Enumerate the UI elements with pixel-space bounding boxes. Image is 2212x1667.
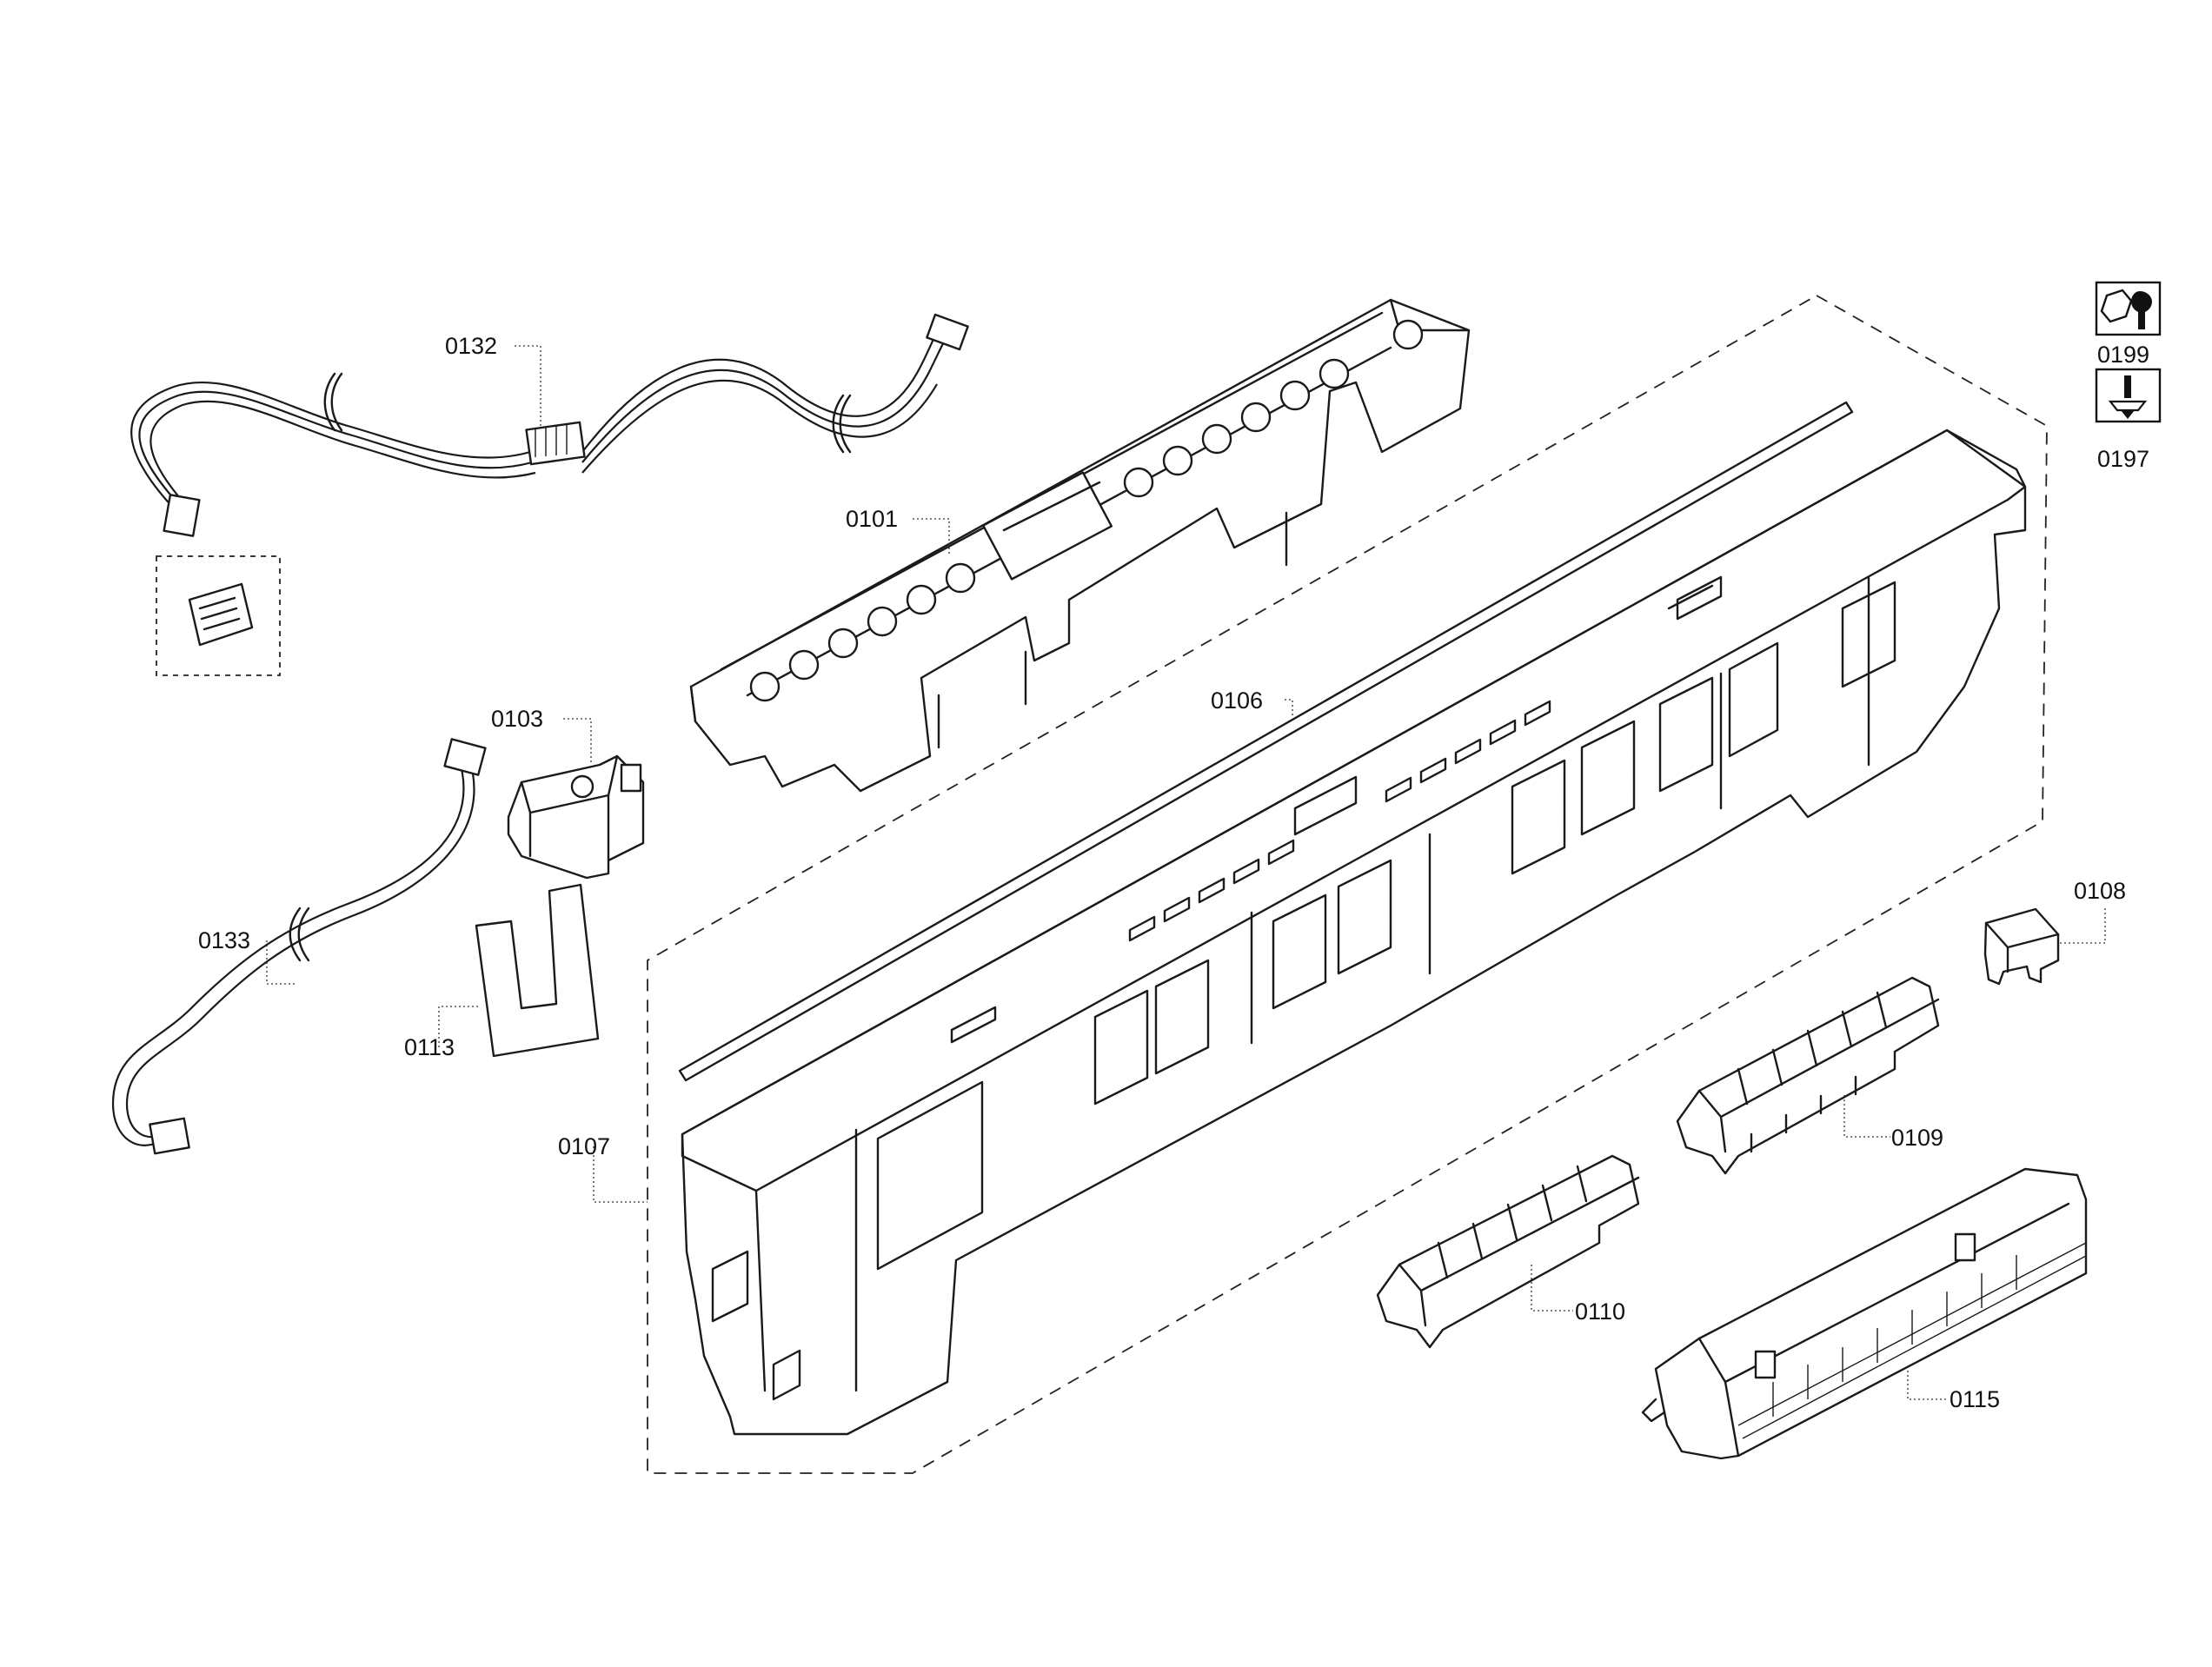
part-0133-cable[interactable] [111, 738, 487, 1155]
screwdriver-tool-icon [2095, 368, 2162, 423]
label-0106: 0106 [1211, 687, 1263, 714]
label-0109: 0109 [1891, 1125, 1943, 1151]
part-0110-key-strip[interactable] [1376, 1154, 1640, 1349]
label-0107: 0107 [558, 1133, 610, 1159]
label-0108: 0108 [2074, 878, 2126, 904]
connector-detail-box [156, 555, 281, 676]
label-0103: 0103 [491, 706, 543, 732]
part-0108-key-cap[interactable] [1983, 907, 2060, 986]
part-0107-panel-housing[interactable] [681, 428, 2027, 1436]
button-openings [1128, 700, 1551, 942]
part-0113-gasket[interactable] [475, 883, 600, 1058]
label-0113: 0113 [404, 1034, 455, 1060]
part-0109-key-strip[interactable] [1676, 976, 1940, 1175]
part-0101-control-module[interactable] [689, 298, 1471, 793]
label-0115: 0115 [1950, 1386, 2000, 1412]
assembly-outline [647, 294, 2048, 1474]
label-0197: 0197 [2097, 446, 2149, 472]
part-0103-bracket[interactable] [507, 754, 645, 880]
part-0106-seal-strip[interactable] [678, 401, 1854, 1082]
label-0101: 0101 [846, 506, 898, 532]
label-0199: 0199 [2097, 342, 2149, 368]
label-0110: 0110 [1575, 1298, 1625, 1325]
wrench-tool-icon [2095, 281, 2162, 336]
control-buttons [749, 319, 1424, 702]
label-0133: 0133 [198, 927, 250, 953]
label-0132: 0132 [445, 333, 497, 359]
part-0132-wiring-harness[interactable] [130, 313, 969, 537]
part-0115-cover[interactable] [1641, 1167, 2088, 1460]
